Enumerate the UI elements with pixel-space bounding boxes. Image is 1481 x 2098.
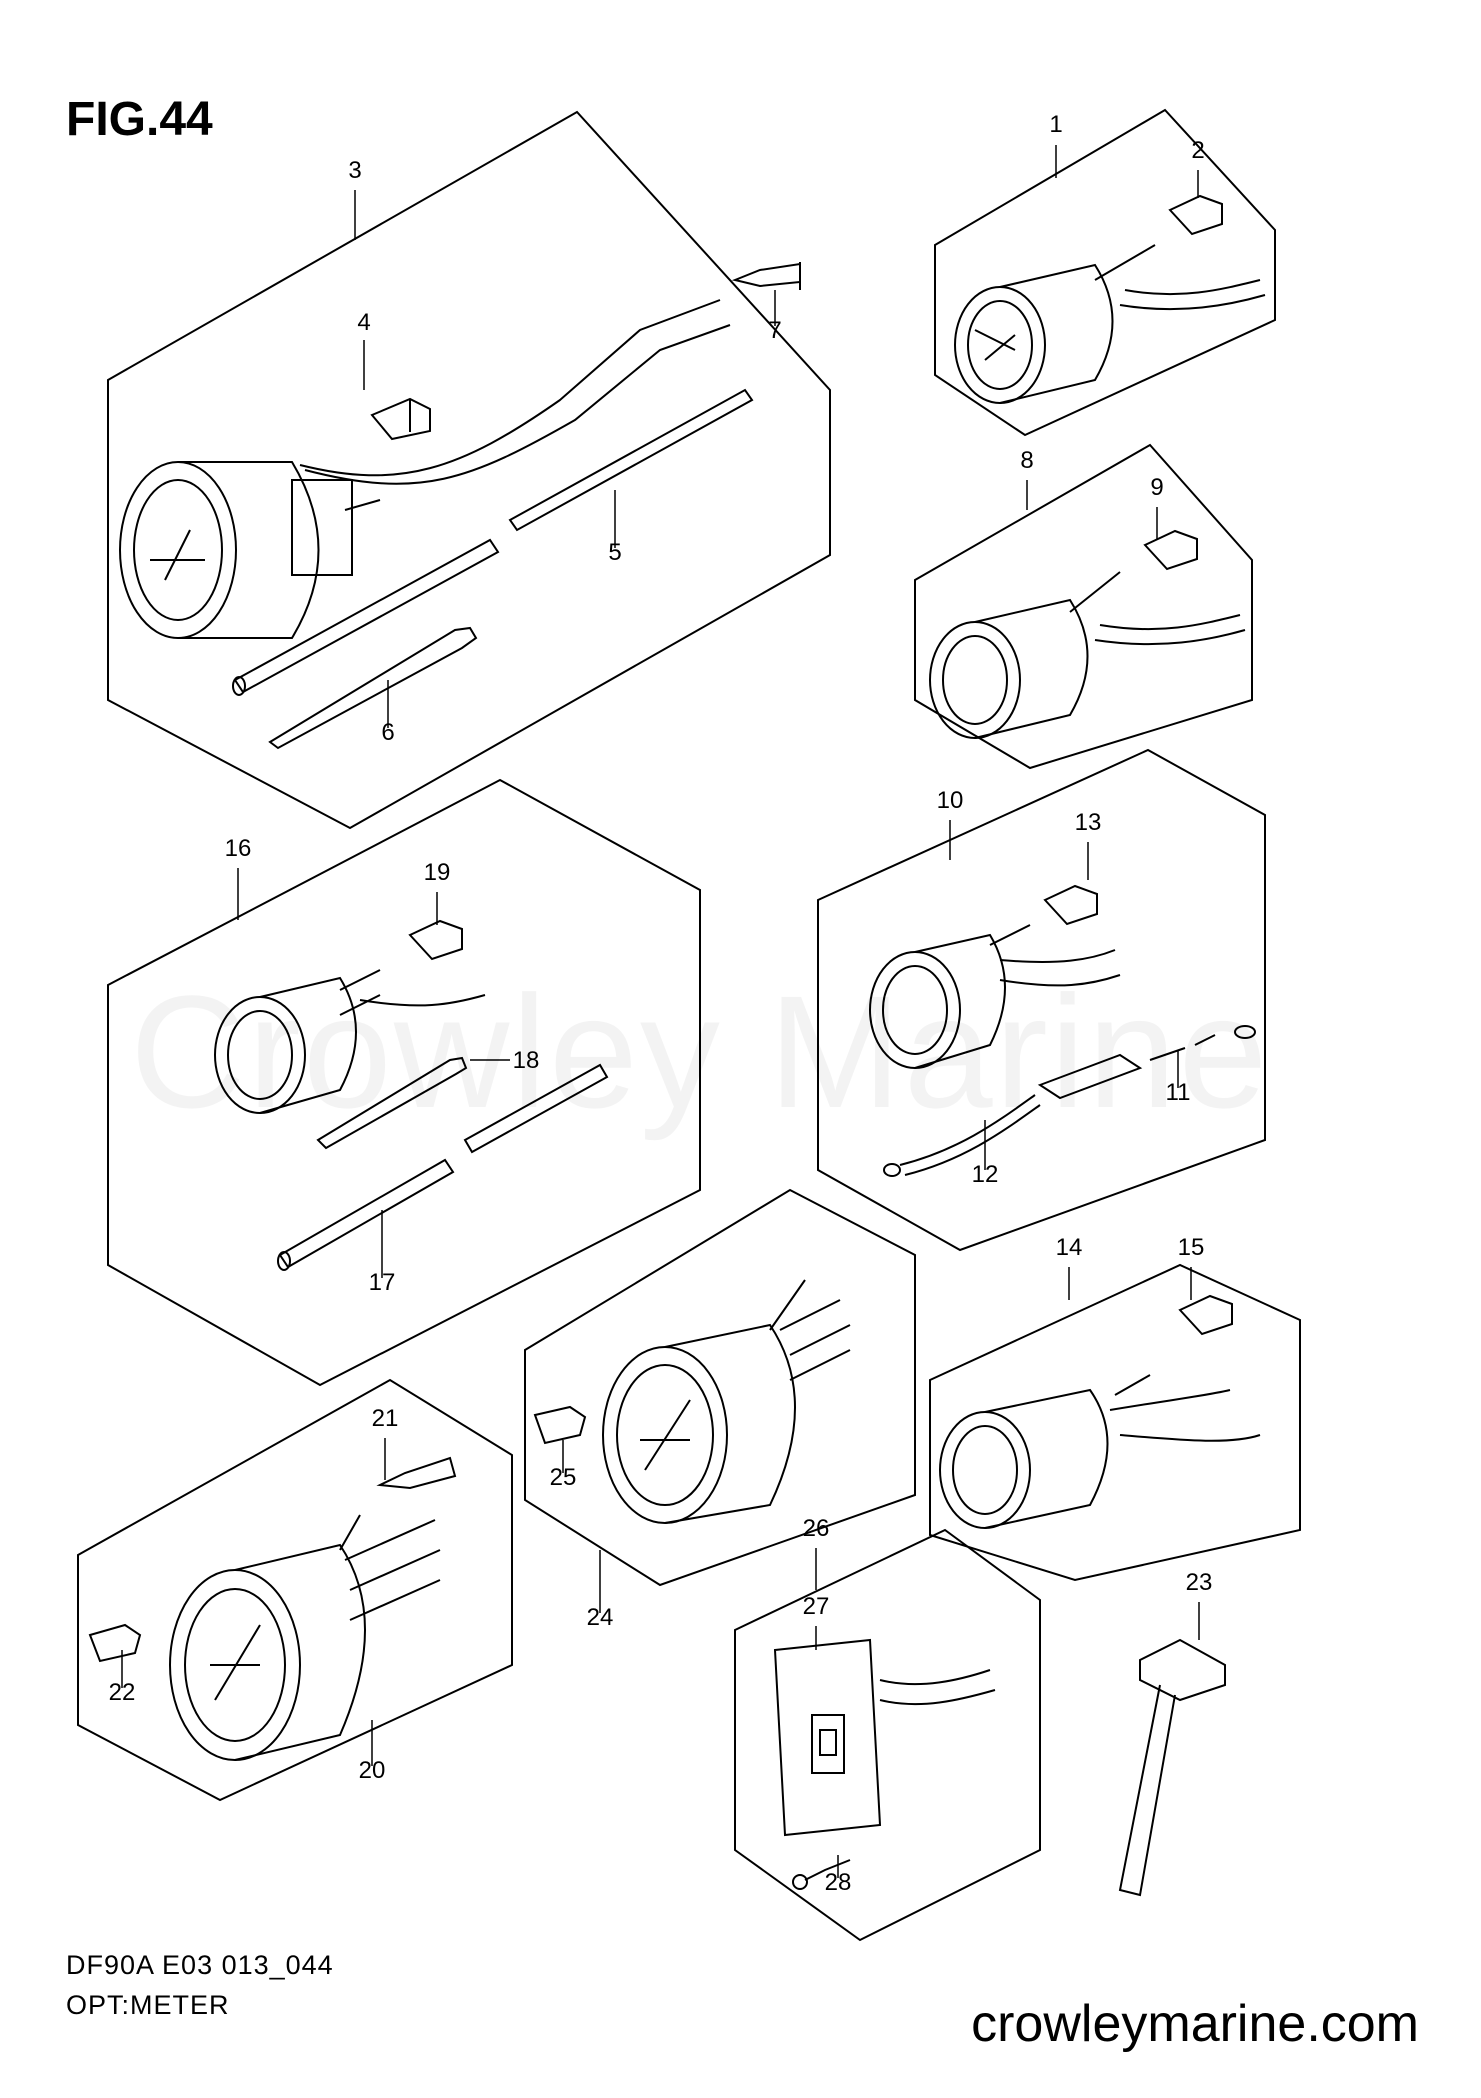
cable-tie-part-18 (316, 1056, 468, 1150)
connector-part-7 (731, 262, 801, 290)
callout-label-11: 11 (1166, 1079, 1191, 1106)
switch-part-27 (773, 1638, 996, 1837)
group-box-3 (107, 110, 831, 830)
callout-label-18: 18 (513, 1047, 540, 1074)
callout-leaders (121, 145, 1200, 1878)
figure-title: FIG.44 (66, 93, 213, 146)
bulb-part-25 (533, 1405, 587, 1445)
tube-part-17 (277, 1063, 609, 1271)
footer-name: OPT:METER (66, 1990, 230, 2020)
callout-label-28: 28 (825, 1869, 852, 1896)
group-box-8 (914, 443, 1253, 770)
group-box-16 (107, 778, 701, 1387)
tube-part-5 (232, 388, 754, 696)
callout-label-19: 19 (424, 859, 451, 886)
callout-label-5: 5 (608, 539, 621, 566)
lead-wire-part-11 (1037, 1025, 1256, 1100)
group-box-20 (77, 1378, 513, 1802)
callout-label-26: 26 (803, 1515, 830, 1542)
group-box-10 (817, 748, 1266, 1252)
group-box-24 (524, 1188, 916, 1587)
gauge-part-14 (939, 1374, 1261, 1529)
gauge-part-8 (929, 571, 1246, 739)
footer-code: DF90A E03 013_044 (66, 1950, 334, 1980)
callout-label-27: 27 (803, 1593, 830, 1620)
callout-label-14: 14 (1056, 1234, 1083, 1261)
callout-label-4: 4 (357, 309, 370, 336)
bulb-part-13 (1043, 884, 1098, 926)
callout-label-22: 22 (109, 1679, 136, 1706)
bulb-part-19 (408, 919, 463, 961)
bulb-part-15 (1178, 1294, 1233, 1336)
callout-label-13: 13 (1075, 809, 1102, 836)
bulb-part-22 (88, 1623, 142, 1663)
callout-label-8: 8 (1020, 447, 1033, 474)
gauge-part-1 (954, 244, 1266, 404)
callout-label-12: 12 (972, 1161, 999, 1188)
callout-label-9: 9 (1150, 474, 1163, 501)
callout-label-15: 15 (1178, 1234, 1205, 1261)
callout-label-24: 24 (587, 1604, 614, 1631)
watermark: Crowley Marine (130, 960, 1269, 1144)
gauge-part-24 (602, 1279, 851, 1524)
callout-label-25: 25 (550, 1464, 577, 1491)
gauge-part-10 (869, 924, 1121, 1069)
callout-label-21: 21 (372, 1405, 399, 1432)
group-box-14 (929, 1263, 1301, 1582)
callout-label-2: 2 (1191, 137, 1204, 164)
sender-part-23 (1118, 1638, 1226, 1897)
bulb-part-2 (1168, 194, 1223, 236)
callout-label-7: 7 (768, 317, 781, 344)
bulb-part-9 (1143, 529, 1198, 571)
callout-label-17: 17 (369, 1269, 396, 1296)
connector-part-21 (376, 1456, 457, 1490)
lead-wire-part-12 (883, 1094, 1041, 1177)
cable-tie-part-6 (268, 626, 478, 750)
gauge-part-16 (214, 969, 486, 1114)
callout-label-16: 16 (225, 835, 252, 862)
callout-label-3: 3 (348, 157, 361, 184)
gauge-part-3 (119, 299, 731, 639)
group-box-1 (934, 108, 1276, 437)
callout-label-1: 1 (1049, 111, 1062, 138)
group-box-26 (734, 1528, 1041, 1942)
callout-label-20: 20 (359, 1757, 386, 1784)
callout-label-6: 6 (381, 719, 394, 746)
gauge-part-20 (169, 1514, 441, 1761)
bulb-part-4 (370, 397, 431, 441)
website-url: crowleymarine.com (971, 1995, 1419, 2053)
callout-label-23: 23 (1186, 1569, 1213, 1596)
callout-label-10: 10 (937, 787, 964, 814)
screw-part-28 (792, 1859, 851, 1890)
